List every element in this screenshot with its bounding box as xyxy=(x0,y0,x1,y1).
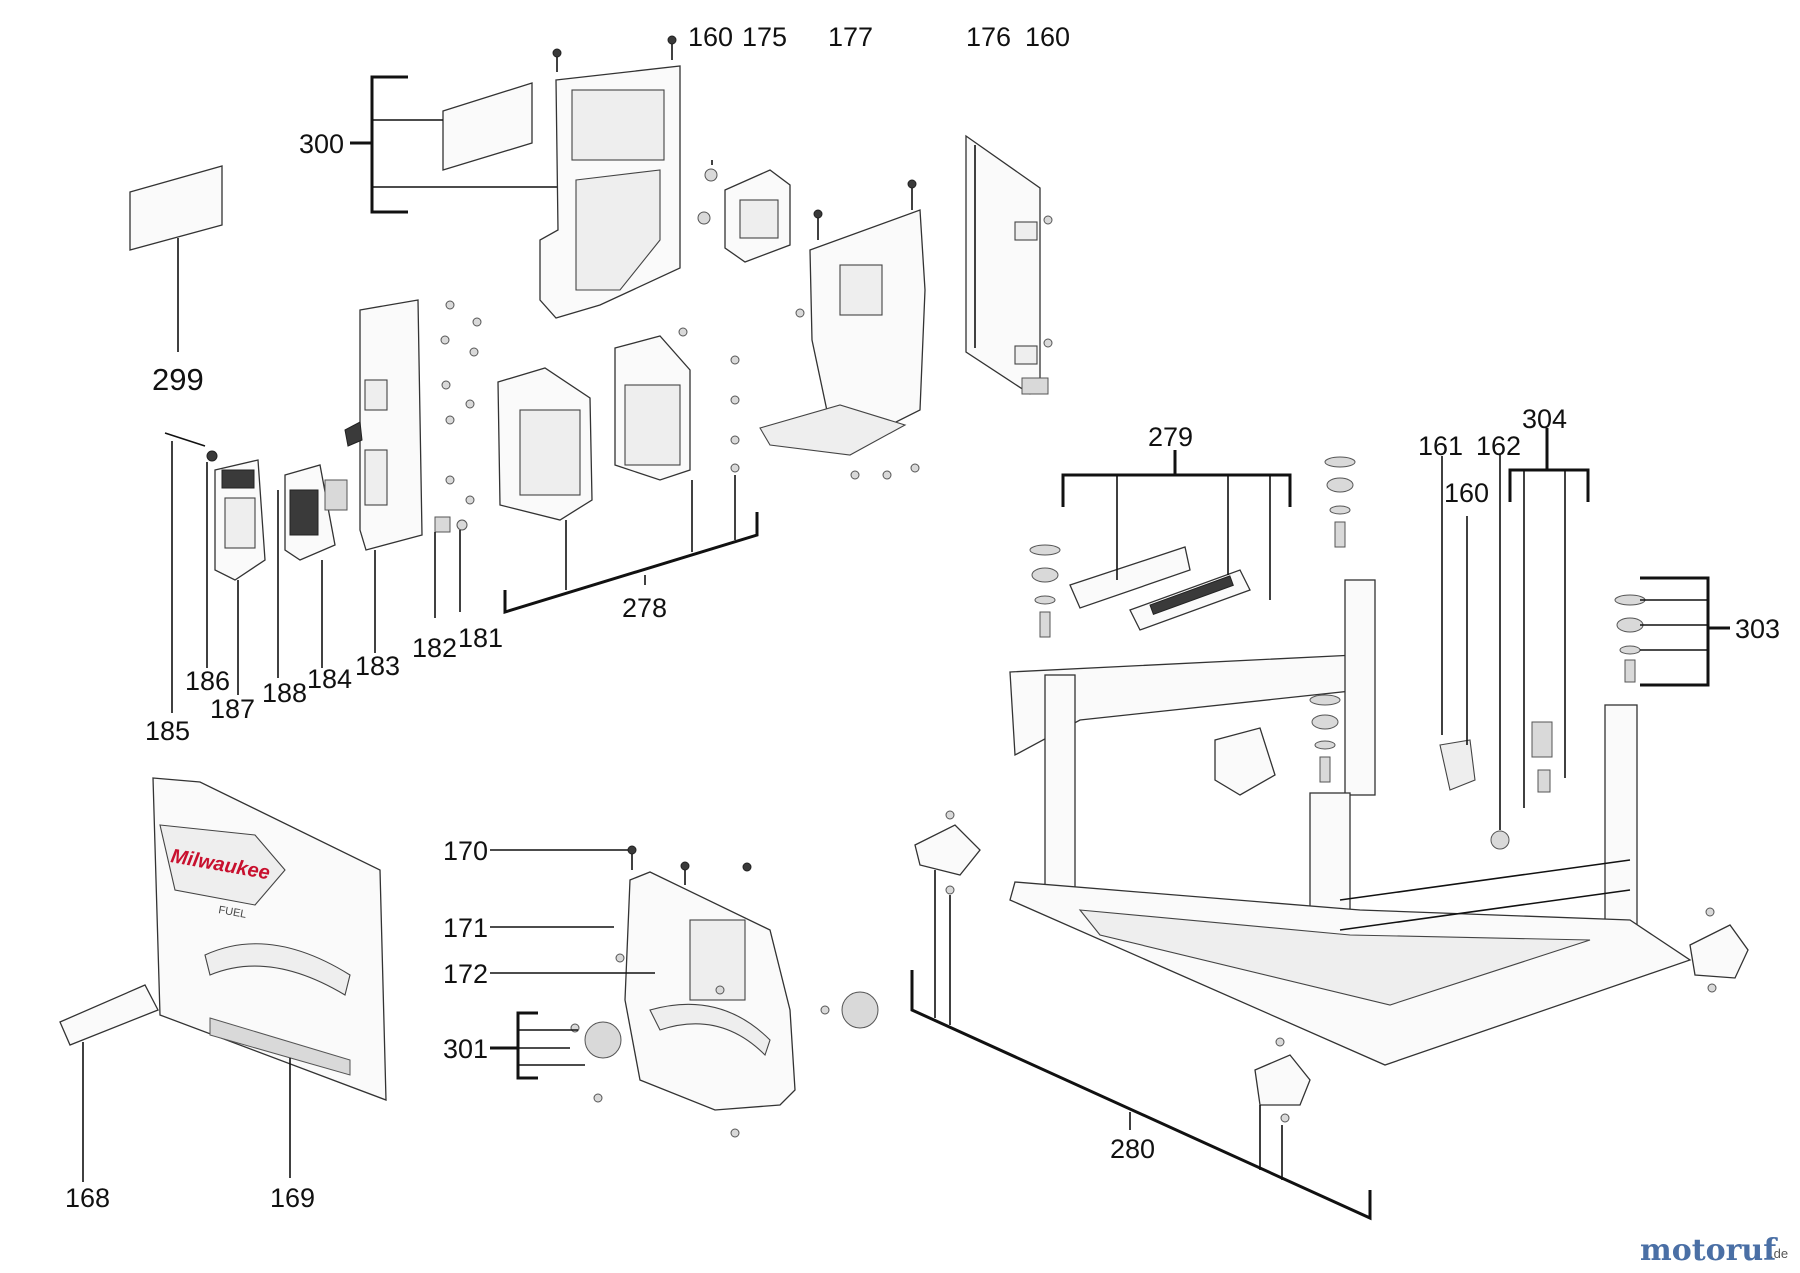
part-301-bracket xyxy=(490,1011,585,1080)
watermark: motoruf .de xyxy=(1640,1233,1788,1268)
label-185: 185 xyxy=(145,716,190,746)
part-278-battery-boxes xyxy=(497,327,759,615)
switch-parts-185-188 xyxy=(164,432,461,713)
label-177: 177 xyxy=(828,22,873,52)
watermark-suffix: .de xyxy=(1770,1246,1788,1261)
label-168: 168 xyxy=(65,1183,110,1213)
part-176-side-strip xyxy=(965,134,1053,395)
label-160-top: 160 xyxy=(688,22,733,52)
label-176: 176 xyxy=(966,22,1011,52)
label-300: 300 xyxy=(299,129,344,159)
label-304: 304 xyxy=(1522,404,1567,434)
label-171: 171 xyxy=(443,913,488,943)
label-160-right: 160 xyxy=(1025,22,1070,52)
label-162: 162 xyxy=(1476,431,1521,461)
label-161: 161 xyxy=(1418,431,1463,461)
label-172: 172 xyxy=(443,959,488,989)
part-169-side-panel: Milwaukee FUEL xyxy=(59,777,387,1182)
part-175-bracket xyxy=(697,160,791,263)
fuel-logo-text: FUEL xyxy=(217,904,247,921)
label-181: 181 xyxy=(458,623,503,653)
part-177-mount-plate xyxy=(759,179,926,480)
label-184: 184 xyxy=(307,664,352,694)
decal-299 xyxy=(129,165,223,352)
part-183-switch-housing xyxy=(344,299,482,551)
label-279: 279 xyxy=(1148,422,1193,452)
part-labels: 299 300 160 175 177 176 160 185 186 187 … xyxy=(65,22,1780,1213)
label-175: 175 xyxy=(742,22,787,52)
label-170: 170 xyxy=(443,836,488,866)
label-169: 169 xyxy=(270,1183,315,1213)
watermark-text: motoruf xyxy=(1640,1233,1778,1268)
label-303: 303 xyxy=(1735,614,1780,644)
stand-frame xyxy=(910,428,1749,1221)
label-187: 187 xyxy=(210,694,255,724)
motor-housing-panel xyxy=(539,35,681,319)
part-172-blade-guard xyxy=(490,845,879,1138)
label-188: 188 xyxy=(262,678,307,708)
label-183: 183 xyxy=(355,651,400,681)
label-299: 299 xyxy=(152,362,204,397)
decal-300 xyxy=(350,75,560,214)
label-160-frame: 160 xyxy=(1444,478,1489,508)
label-182: 182 xyxy=(412,633,457,663)
label-278: 278 xyxy=(622,593,667,623)
label-280: 280 xyxy=(1110,1134,1155,1164)
label-301: 301 xyxy=(443,1034,488,1064)
label-186: 186 xyxy=(185,666,230,696)
